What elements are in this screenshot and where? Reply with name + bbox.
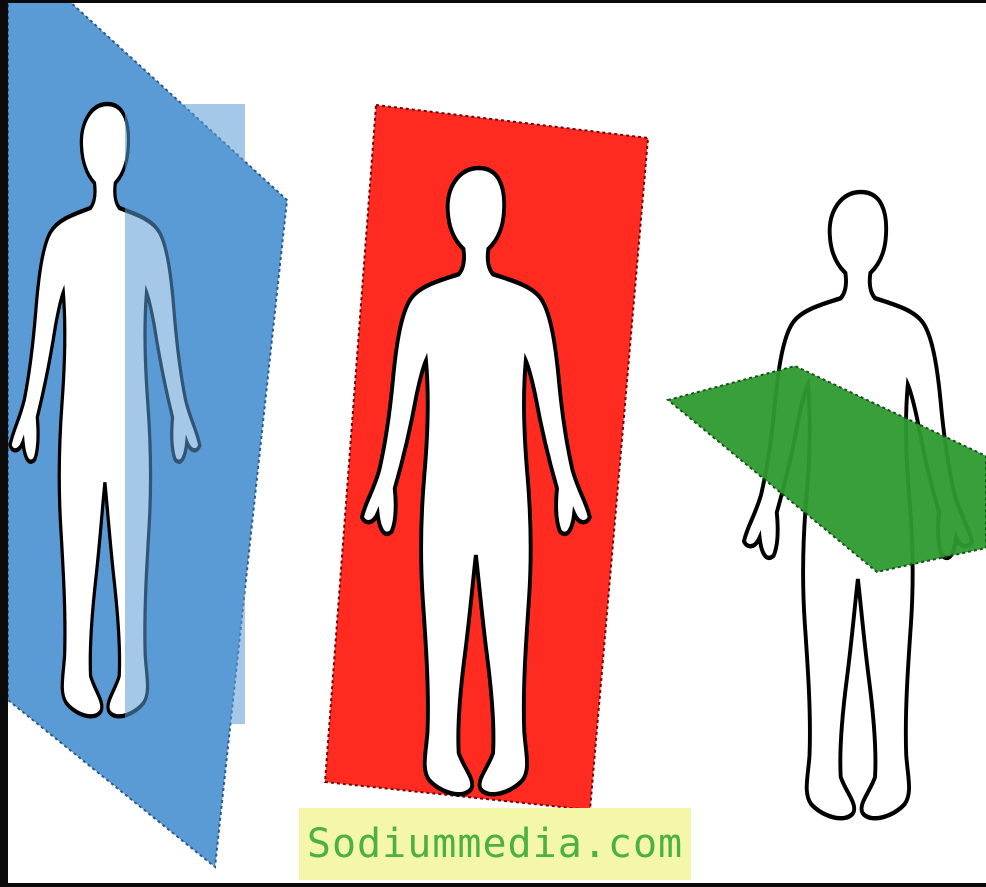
image-border-top	[0, 0, 986, 3]
image-border-bottom	[0, 883, 986, 887]
watermark-text: Sodiummedia.com	[307, 821, 683, 867]
image-border-left	[0, 0, 8, 887]
watermark-label: Sodiummedia.com	[299, 808, 691, 880]
sagittal-overlay	[125, 104, 245, 724]
